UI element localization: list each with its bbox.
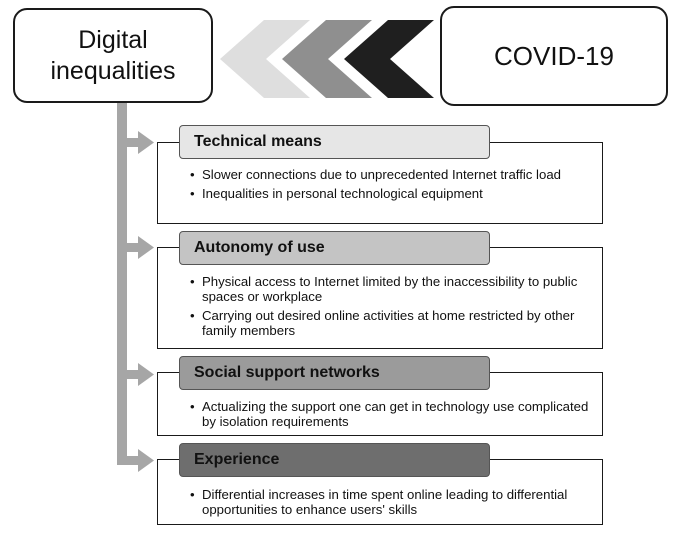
bullet-item: Carrying out desired online activities a… <box>190 308 592 338</box>
section-header-experience: Experience <box>179 443 490 477</box>
branch-arrow-4 <box>117 449 154 472</box>
chevron-medium-icon <box>282 20 372 98</box>
bullet-list: Physical access to Internet limited by t… <box>190 274 592 338</box>
bullet-item: Actualizing the support one can get in t… <box>190 399 592 429</box>
connector-trunk <box>117 103 127 465</box>
covid-19-label: COVID-19 <box>494 40 614 71</box>
section-header-technical-means: Technical means <box>179 125 490 159</box>
section-header-autonomy-of-use: Autonomy of use <box>179 231 490 265</box>
branch-arrow-2 <box>117 236 154 259</box>
bullet-item: Physical access to Internet limited by t… <box>190 274 592 304</box>
bullet-list: Slower connections due to unprecedented … <box>190 167 592 201</box>
chevron-light-icon <box>220 20 310 98</box>
digital-inequalities-label: Digital inequalities <box>50 25 176 85</box>
bullet-list: Differential increases in time spent onl… <box>190 487 592 517</box>
bullet-item: Inequalities in personal technological e… <box>190 186 592 201</box>
digital-inequalities-box: Digital inequalities <box>13 8 213 103</box>
branch-arrow-3 <box>117 363 154 386</box>
section-header-social-support-networks: Social support networks <box>179 356 490 390</box>
bullet-item: Differential increases in time spent onl… <box>190 487 592 517</box>
covid-19-box: COVID-19 <box>440 6 668 106</box>
bullet-item: Slower connections due to unprecedented … <box>190 167 592 182</box>
branch-arrow-1 <box>117 131 154 154</box>
chevron-dark-icon <box>344 20 434 98</box>
bullet-list: Actualizing the support one can get in t… <box>190 399 592 429</box>
